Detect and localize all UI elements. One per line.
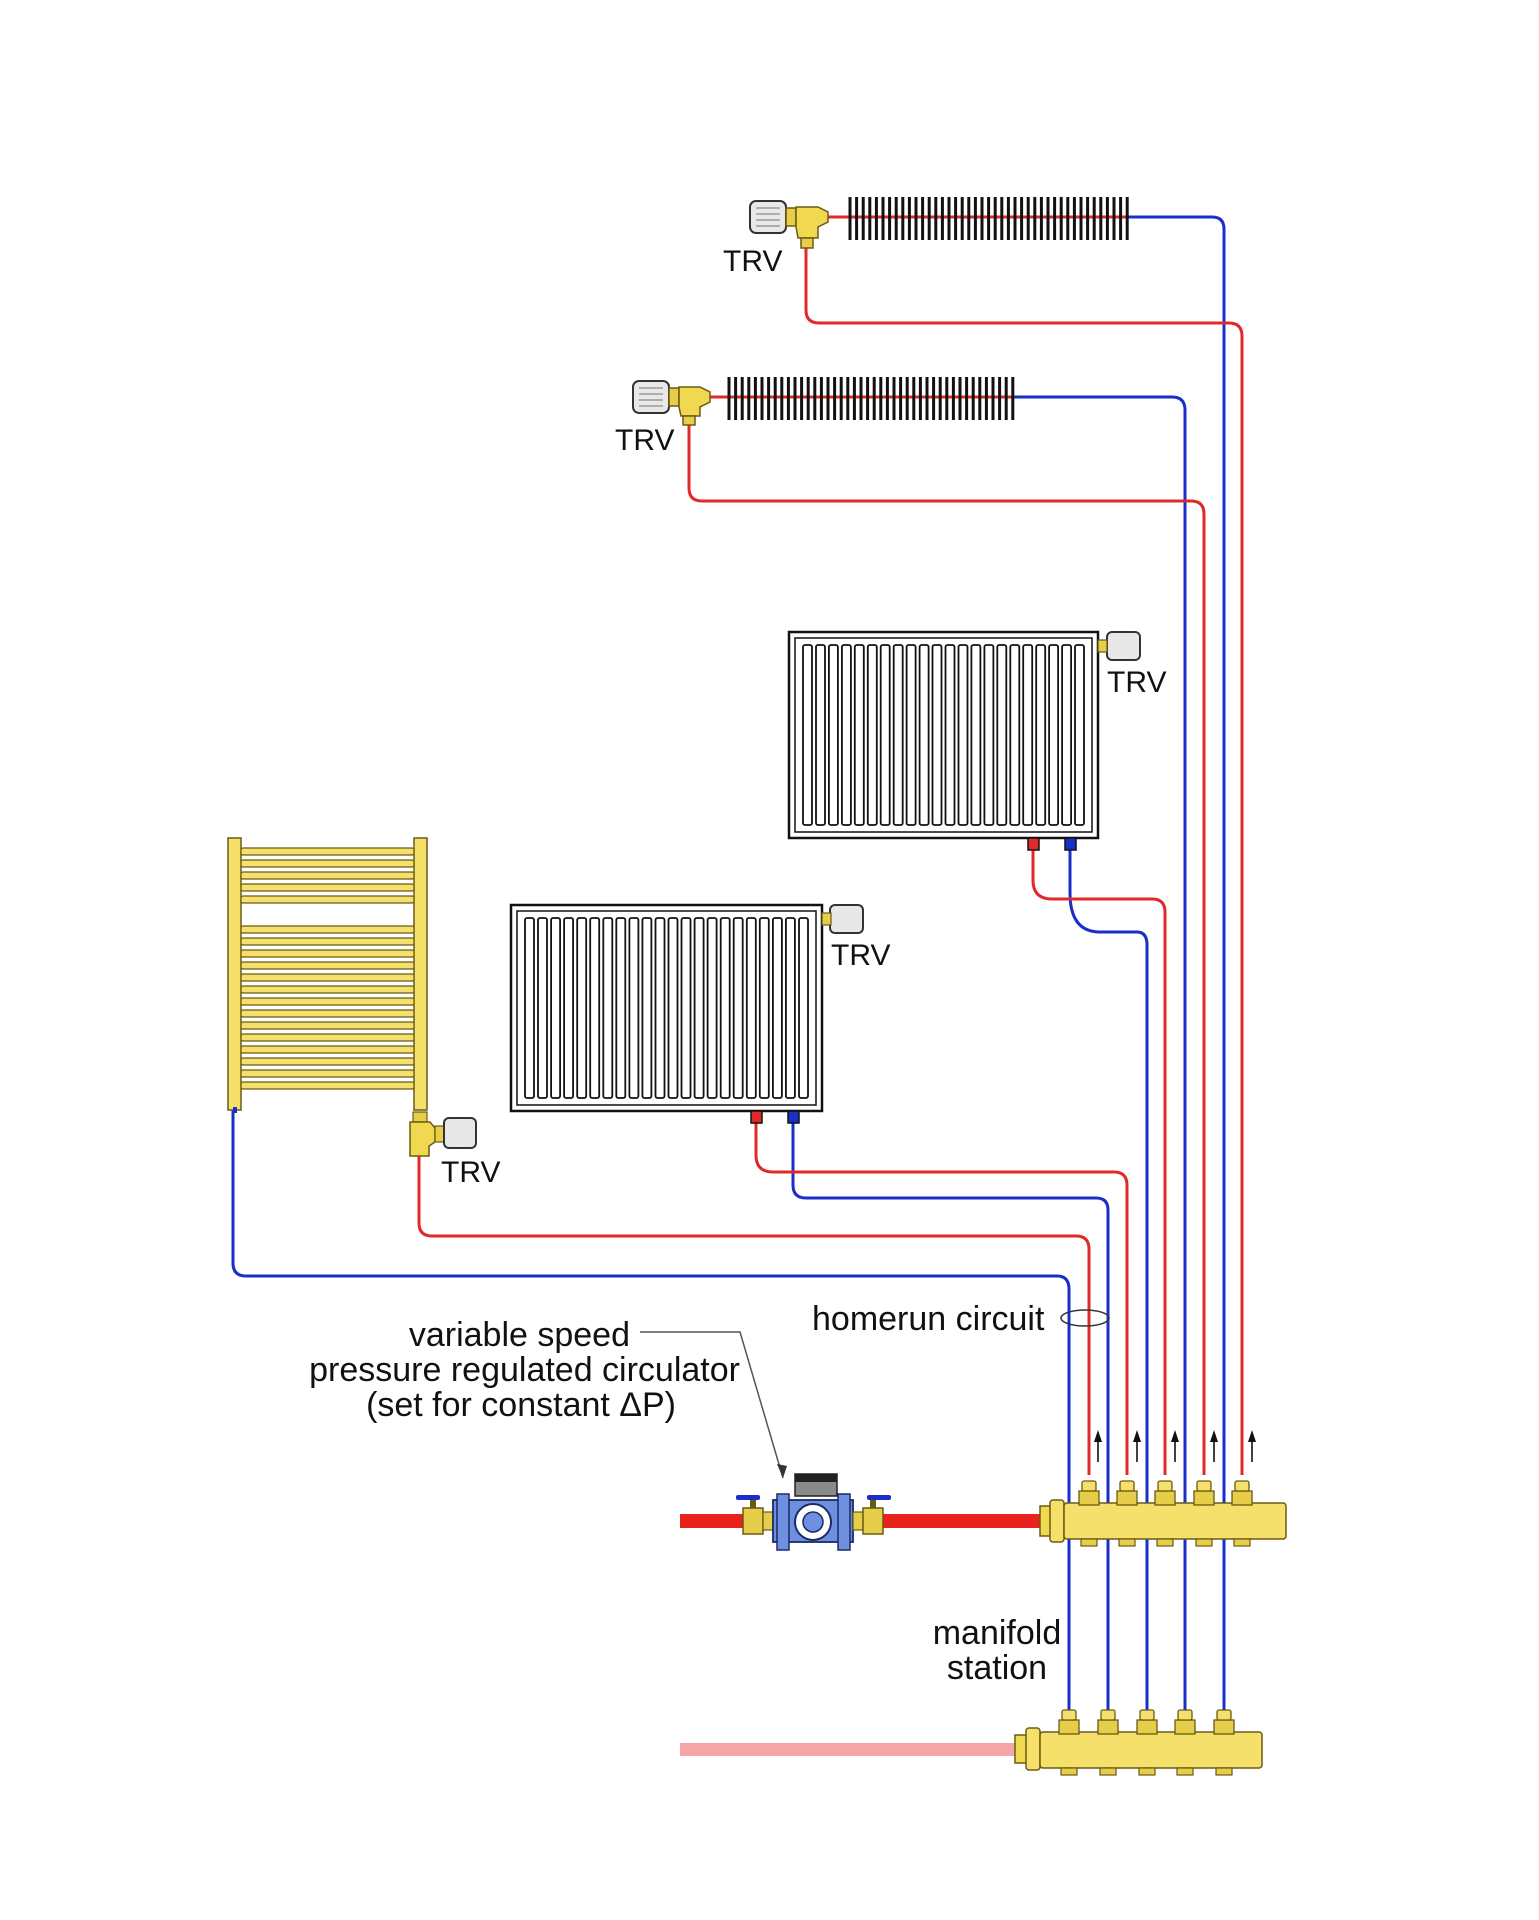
supply-pipe-baseboard-mid bbox=[687, 423, 1206, 1475]
supply-pipe-panel-lower bbox=[754, 1115, 1129, 1475]
trv-label-top: TRV bbox=[723, 245, 782, 278]
manifold-label-line1: manifold bbox=[933, 1614, 1062, 1652]
towel-radiator bbox=[227, 837, 477, 1157]
circulator-label-line3: (set for constant ΔP) bbox=[366, 1386, 676, 1424]
return-pipe-panel-lower bbox=[791, 1115, 1110, 1715]
trv-label-panel-lower: TRV bbox=[831, 939, 890, 972]
circulator-label-line2: pressure regulated circulator bbox=[309, 1351, 740, 1389]
trv-label-towel: TRV bbox=[441, 1156, 500, 1189]
return-pipe-baseboard-top bbox=[1125, 215, 1226, 1715]
homerun-circuit-label: homerun circuit bbox=[812, 1300, 1045, 1338]
supply-pipe-panel-upper bbox=[1031, 842, 1167, 1475]
flow-arrows bbox=[1094, 1430, 1256, 1462]
supply-pipe-baseboard-top bbox=[804, 247, 1244, 1475]
panel-radiator-upper bbox=[787, 630, 1141, 851]
trv-head-panel-upper bbox=[1106, 631, 1141, 661]
supply-manifold bbox=[1039, 1480, 1287, 1547]
pipes bbox=[231, 215, 1244, 1715]
baseboard-fin-tube-middle bbox=[708, 377, 1015, 420]
circulator-leader-line bbox=[640, 1331, 784, 1479]
circulator-pump bbox=[736, 1473, 891, 1551]
return-manifold bbox=[1014, 1709, 1263, 1776]
homerun-circuit-marker bbox=[1060, 1309, 1110, 1327]
baseboard-fin-tube-top bbox=[828, 197, 1129, 240]
main-return-line bbox=[680, 1743, 1015, 1756]
trv-label-middle: TRV bbox=[615, 424, 674, 457]
return-pipe-baseboard-mid bbox=[1010, 395, 1187, 1715]
return-pipe-panel-upper bbox=[1068, 842, 1149, 1715]
return-pipe-towel bbox=[231, 1107, 1071, 1715]
manifold-label-line2: station bbox=[947, 1649, 1047, 1687]
panel-radiator-lower bbox=[509, 903, 864, 1124]
trv-head-panel-lower bbox=[829, 904, 864, 934]
supply-pipe-towel bbox=[417, 1152, 1091, 1475]
trv-baseboard-middle bbox=[632, 380, 711, 426]
trv-baseboard-top bbox=[749, 200, 829, 249]
trv-label-panel-upper: TRV bbox=[1107, 666, 1166, 699]
trv-head-towel bbox=[443, 1117, 477, 1149]
circulator-label-line1: variable speed bbox=[409, 1316, 630, 1354]
